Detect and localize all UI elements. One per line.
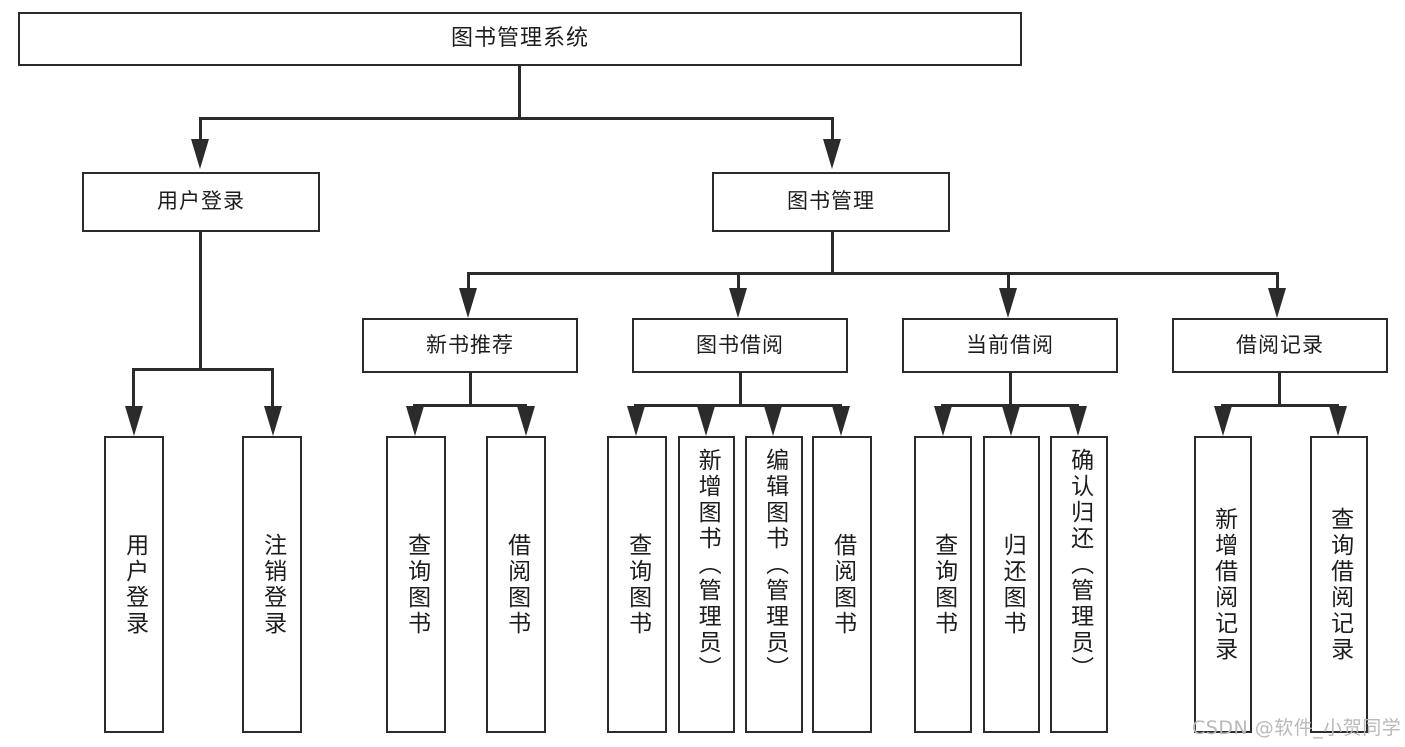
- arrowhead-leaf-borrow-book-2: [832, 406, 850, 436]
- node-label: 编辑图书（管理员）: [761, 448, 788, 682]
- arrowhead-user-login: [191, 139, 209, 169]
- node-label: 新增借阅记录: [1210, 506, 1237, 663]
- connector-borrow-record-stem: [1278, 373, 1281, 406]
- leaf-user-login[interactable]: 用户登录: [104, 436, 164, 733]
- leaf-query-book-current[interactable]: 查询图书: [914, 436, 972, 733]
- connector-book-borrow-stem: [739, 373, 742, 406]
- node-book-management[interactable]: 图书管理: [712, 172, 950, 232]
- connector-new-book-recommend-bus: [413, 404, 527, 407]
- connector-user-login-bus: [132, 368, 274, 371]
- node-label: 图书管理: [787, 189, 875, 214]
- arrowhead-leaf-return-book: [1002, 406, 1020, 436]
- connector-borrow-record-bus: [1221, 404, 1339, 407]
- leaf-edit-book[interactable]: 编辑图书（管理员）: [745, 436, 803, 733]
- arrowhead-leaf-edit-book: [764, 406, 782, 436]
- node-label: 当前借阅: [966, 332, 1054, 357]
- connector-root-bus: [199, 117, 833, 120]
- connector-to-new-book-recommend: [467, 272, 470, 288]
- leaf-query-borrow-record[interactable]: 查询借阅记录: [1310, 436, 1368, 733]
- node-label: 新书推荐: [426, 332, 514, 357]
- node-user-login[interactable]: 用户登录: [82, 172, 320, 232]
- node-root-system[interactable]: 图书管理系统: [18, 12, 1022, 66]
- arrowhead-current-borrow: [999, 288, 1017, 318]
- arrowhead-book-management: [823, 139, 841, 169]
- node-label: 图书借阅: [696, 332, 784, 357]
- connector-book-management-stem: [831, 232, 834, 274]
- node-label: 借阅记录: [1236, 332, 1324, 357]
- arrowhead-borrow-record: [1268, 288, 1286, 318]
- leaf-borrow-book[interactable]: 借阅图书: [812, 436, 872, 733]
- node-label: 用户登录: [121, 532, 148, 637]
- arrowhead-leaf-logout-login: [264, 406, 282, 436]
- node-label: 查询图书: [403, 532, 430, 637]
- node-new-book-recommend[interactable]: 新书推荐: [362, 318, 578, 373]
- connector-book-borrow-bus: [634, 404, 842, 407]
- connector-level2-bus: [467, 272, 1279, 275]
- connector-root-to-user-login: [199, 117, 202, 139]
- connector-user-login-branch-1: [132, 368, 135, 406]
- node-label: 查询借阅记录: [1326, 506, 1353, 663]
- node-borrow-record[interactable]: 借阅记录: [1172, 318, 1388, 373]
- connector-to-current-borrow: [1007, 272, 1010, 288]
- csdn-watermark: CSDN @软件_小贺同学: [1192, 717, 1402, 739]
- leaf-add-borrow-record[interactable]: 新增借阅记录: [1194, 436, 1252, 733]
- connector-root-to-book-management: [831, 117, 834, 139]
- leaf-add-book[interactable]: 新增图书（管理员）: [678, 436, 735, 733]
- node-label: 借阅图书: [829, 532, 856, 637]
- arrowhead-leaf-confirm-return: [1069, 406, 1087, 436]
- arrowhead-leaf-query-book-1: [406, 406, 424, 436]
- arrowhead-leaf-query-book-3: [934, 406, 952, 436]
- leaf-logout-login[interactable]: 注销登录: [242, 436, 302, 733]
- node-label: 图书管理系统: [450, 25, 589, 51]
- node-label: 确认归还（管理员）: [1066, 448, 1093, 682]
- node-label: 注销登录: [259, 532, 286, 637]
- connector-current-borrow-stem: [1009, 373, 1012, 406]
- arrowhead-leaf-add-book: [697, 406, 715, 436]
- connector-user-login-stem: [199, 232, 202, 370]
- connector-root-stem: [518, 66, 521, 119]
- connector-to-borrow-record: [1276, 272, 1279, 288]
- leaf-query-book-new-recommend[interactable]: 查询图书: [386, 436, 446, 733]
- leaf-return-book[interactable]: 归还图书: [983, 436, 1040, 733]
- node-label: 新增图书（管理员）: [694, 448, 721, 682]
- node-label: 用户登录: [157, 189, 245, 214]
- arrowhead-leaf-query-record: [1329, 406, 1347, 436]
- arrowhead-leaf-query-book-2: [627, 406, 645, 436]
- node-label: 归还图书: [999, 532, 1026, 637]
- node-current-borrow[interactable]: 当前借阅: [902, 318, 1118, 373]
- connector-to-book-borrow: [737, 272, 740, 288]
- connector-new-book-recommend-stem: [469, 373, 472, 406]
- connector-user-login-branch-2: [271, 368, 274, 406]
- leaf-query-book-borrow[interactable]: 查询图书: [607, 436, 667, 733]
- arrowhead-leaf-add-record: [1214, 406, 1232, 436]
- arrowhead-leaf-user-login: [125, 406, 143, 436]
- leaf-confirm-return[interactable]: 确认归还（管理员）: [1050, 436, 1108, 733]
- node-book-borrow[interactable]: 图书借阅: [632, 318, 848, 373]
- leaf-borrow-book-new-recommend[interactable]: 借阅图书: [486, 436, 546, 733]
- node-label: 查询图书: [930, 532, 957, 637]
- arrowhead-book-borrow: [729, 288, 747, 318]
- node-label: 查询图书: [624, 532, 651, 637]
- node-label: 借阅图书: [503, 532, 530, 637]
- arrowhead-leaf-borrow-book-1: [517, 406, 535, 436]
- arrowhead-new-book-recommend: [459, 288, 477, 318]
